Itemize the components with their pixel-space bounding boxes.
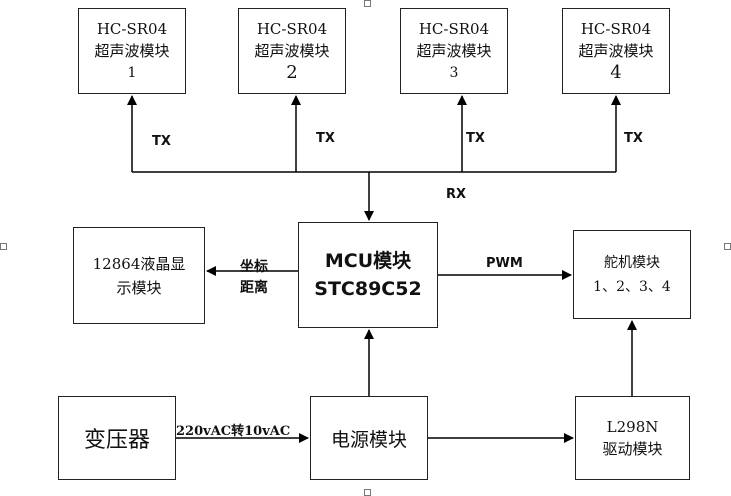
transformer-label: 变压器 [83, 428, 150, 453]
tx-label-3: TX [466, 131, 485, 146]
sensor-2-number: 2 [286, 62, 298, 83]
left-handle[interactable] [0, 243, 7, 250]
lcd-box: 12864液晶显 示模块 [73, 227, 205, 324]
sensor-4-box: HC-SR04 超声波模块 4 [562, 8, 670, 94]
sensor-4-name: 超声波模块 [578, 42, 654, 60]
sensor-3-number: 3 [449, 65, 459, 81]
sensor-3-name: 超声波模块 [416, 42, 492, 60]
right-handle[interactable] [724, 243, 731, 250]
lcd-line-2: 示模块 [116, 278, 162, 297]
voltage-label: 220vAC转10vAC [176, 424, 291, 439]
power-box: 电源模块 [310, 396, 428, 480]
sensor-2-box: HC-SR04 超声波模块 2 [238, 8, 346, 94]
sensor-1-number: 1 [127, 65, 137, 81]
tx-label-1: TX [152, 134, 171, 149]
coord-label: 坐标 [240, 259, 268, 275]
sensor-2-name: 超声波模块 [254, 42, 330, 60]
servo-numbers: 1、2、3、4 [593, 278, 671, 295]
driver-box: L298N 驱动模块 [575, 396, 690, 480]
driver-model: L298N [606, 418, 659, 436]
mcu-title: MCU模块 [324, 250, 412, 272]
sensor-1-model: HC-SR04 [96, 20, 168, 38]
sensor-3-model: HC-SR04 [418, 20, 490, 38]
transformer-box: 变压器 [58, 396, 176, 480]
mcu-box: MCU模块 STC89C52 [298, 222, 438, 328]
sensor-2-model: HC-SR04 [256, 20, 328, 38]
sensor-4-number: 4 [610, 62, 622, 83]
pwm-label: PWM [486, 256, 523, 271]
lcd-line-1: 12864液晶显 [92, 254, 186, 273]
rx-label: RX [446, 187, 467, 202]
sensor-1-box: HC-SR04 超声波模块 1 [78, 8, 186, 94]
driver-name: 驱动模块 [602, 440, 663, 458]
tx-label-4: TX [624, 131, 643, 146]
sensor-3-box: HC-SR04 超声波模块 3 [400, 8, 508, 94]
mcu-chip: STC89C52 [314, 278, 422, 300]
tx-label-2: TX [316, 131, 335, 146]
servo-title: 舵机模块 [604, 254, 660, 271]
power-label: 电源模块 [330, 428, 407, 451]
top-handle[interactable] [364, 0, 371, 7]
bottom-handle[interactable] [364, 489, 371, 496]
sensor-4-model: HC-SR04 [580, 20, 652, 38]
distance-label: 距离 [240, 280, 268, 296]
servo-box: 舵机模块 1、2、3、4 [573, 230, 691, 319]
sensor-1-name: 超声波模块 [94, 42, 170, 60]
